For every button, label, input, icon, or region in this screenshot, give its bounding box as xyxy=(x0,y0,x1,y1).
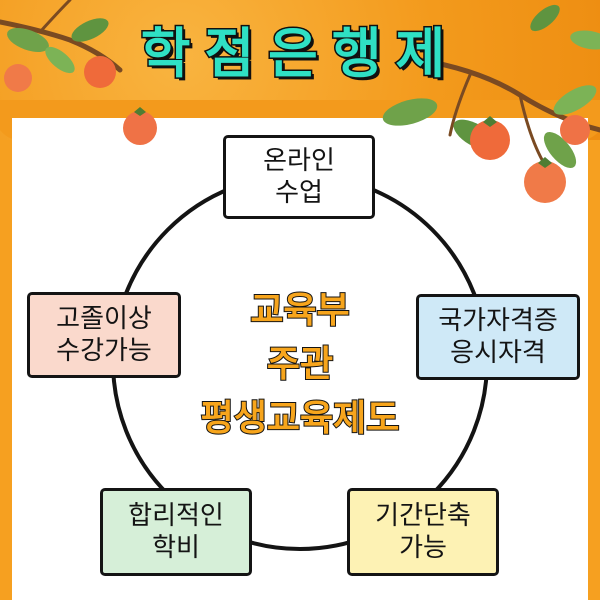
node-online-class-line-1: 온라인 xyxy=(263,146,335,176)
center-line-2: 주관 xyxy=(266,344,334,386)
page-title: 학점은행제 xyxy=(139,20,460,86)
node-high-school-grad-line-2: 수강가능 xyxy=(56,336,152,366)
center-line-3: 평생교육제도 xyxy=(200,398,401,440)
node-high-school-grad-line-1: 고졸이상 xyxy=(56,304,152,334)
node-national-certificate: 국가자격증 응시자격 xyxy=(416,294,580,380)
node-national-certificate-line-1: 국가자격증 xyxy=(438,306,558,336)
node-reasonable-tuition-line-1: 합리적인 xyxy=(128,501,224,531)
node-online-class: 온라인 수업 xyxy=(223,135,375,219)
node-online-class-line-2: 수업 xyxy=(275,178,323,208)
title-area: 학점은행제 xyxy=(0,8,600,88)
center-label: 교육부 주관 평생교육제도 xyxy=(150,270,450,460)
node-shortened-period-line-2: 가능 xyxy=(399,533,447,563)
center-line-1: 교육부 xyxy=(249,290,350,332)
node-shortened-period: 기간단축 가능 xyxy=(347,488,499,576)
node-national-certificate-line-2: 응시자격 xyxy=(450,338,546,368)
node-reasonable-tuition: 합리적인 학비 xyxy=(100,488,252,576)
node-shortened-period-line-1: 기간단축 xyxy=(375,501,471,531)
node-high-school-grad: 고졸이상 수강가능 xyxy=(27,292,181,378)
node-reasonable-tuition-line-2: 학비 xyxy=(152,533,200,563)
